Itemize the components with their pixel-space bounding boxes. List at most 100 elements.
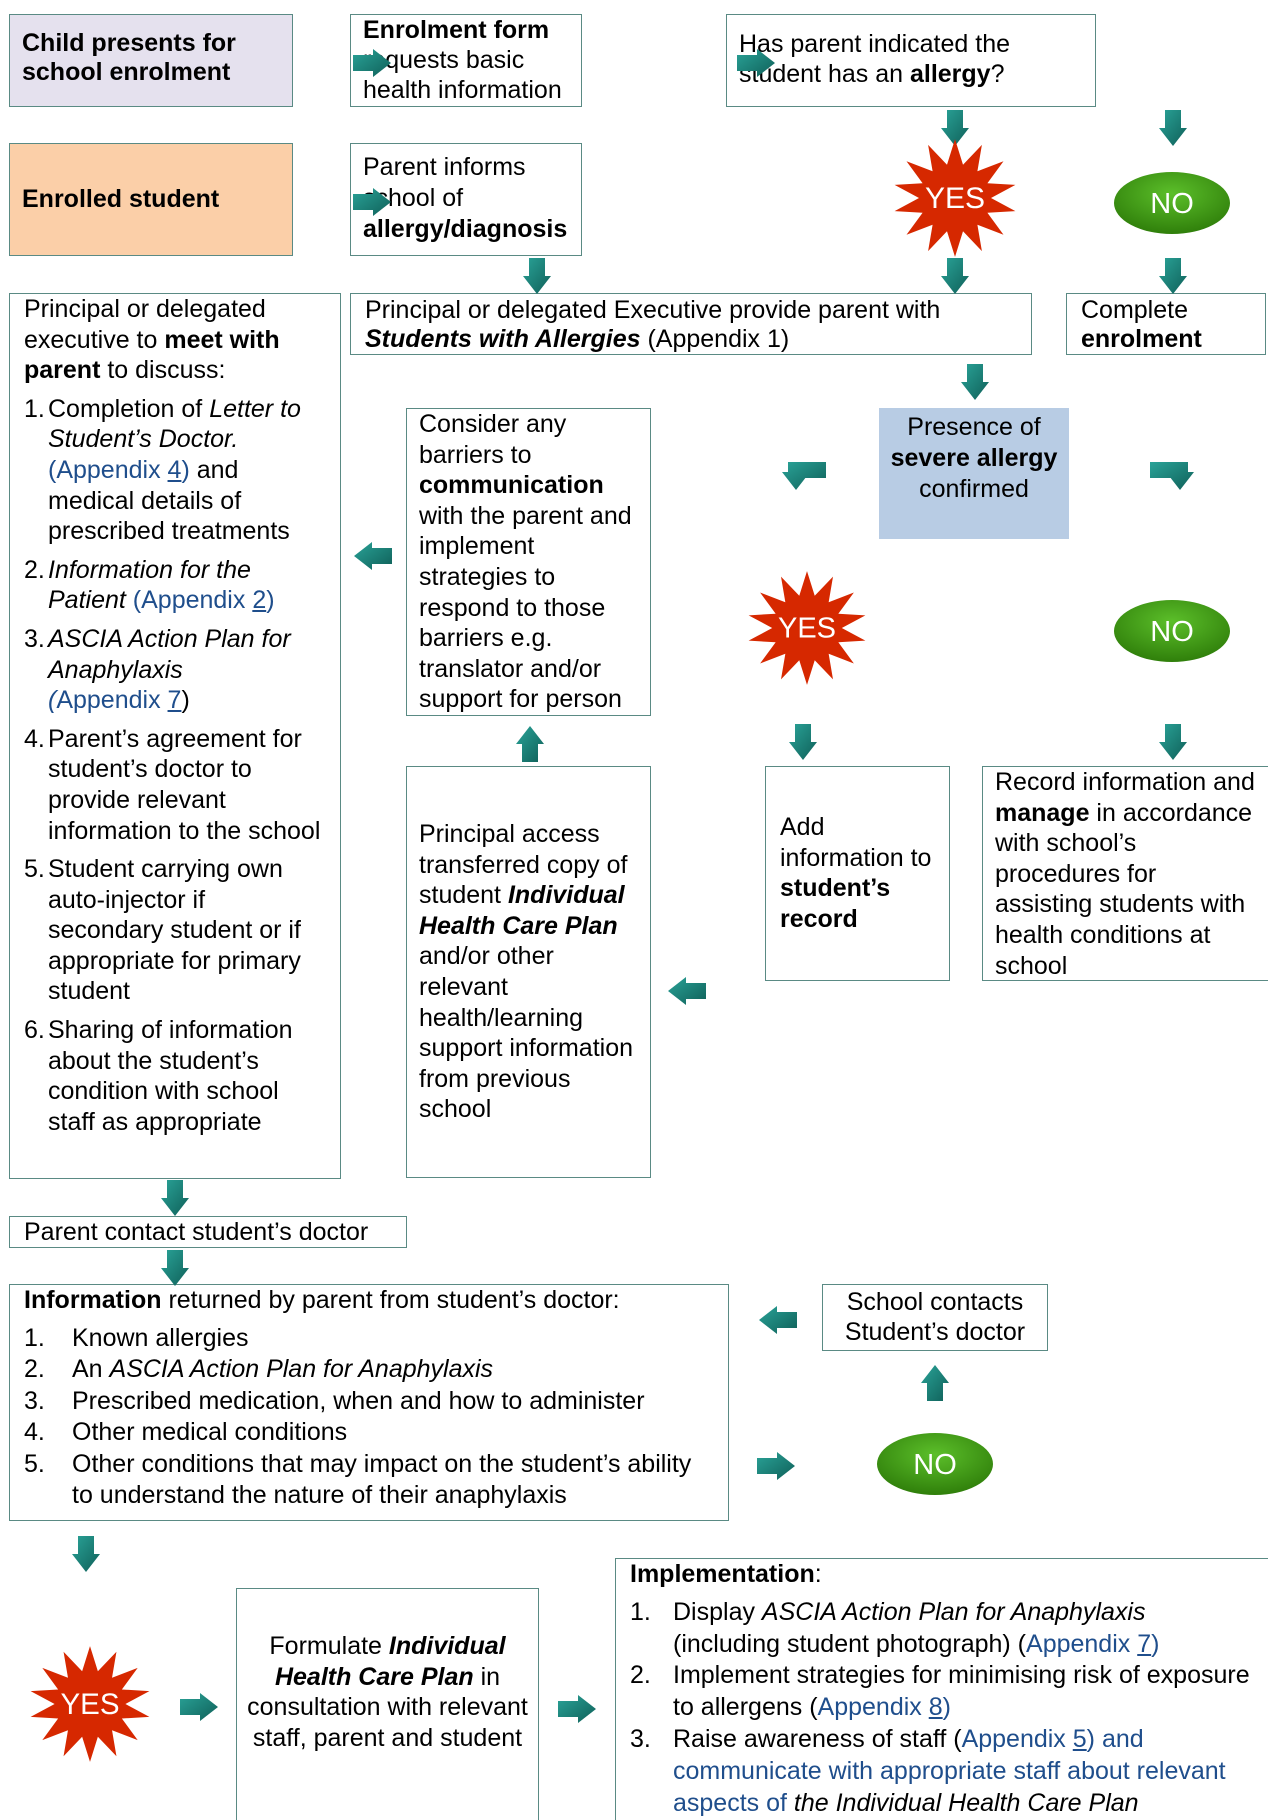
appendix-7-link[interactable]: 7 (167, 686, 182, 715)
appendix-7-link[interactable]: 7 (1137, 1629, 1152, 1658)
allergy-question-bold: allergy (909, 60, 991, 88)
appendix-close: ) (181, 455, 190, 484)
complete-enrolment-box: Complete enrolment (1066, 293, 1266, 355)
formulate-box: Formulate Individual Health Care Plan in… (236, 1588, 539, 1820)
allergy-question-pre: Has parent indicated the student has an (739, 30, 1011, 88)
meet-item: 3. ASCIA Action Plan for Anaphylaxis(App… (24, 624, 326, 716)
info-for-patient-text: Information for the Patient (48, 555, 251, 615)
appendix-link[interactable]: (Appendix (125, 586, 253, 615)
parent-informs-box: Parent informs school of allergy/diagnos… (350, 143, 582, 256)
barriers-pre: Consider any barriers to (419, 410, 567, 469)
add-info-box: Add information to student’s record (765, 766, 950, 981)
bent-arrow-to-no (1150, 462, 1194, 490)
enrolment-form-title: Enrolment form (363, 16, 550, 44)
info-bold: Information (24, 1286, 162, 1314)
item-number: 1. (24, 1323, 45, 1352)
meet-intro-bold: meet with parent (24, 325, 280, 385)
enrolled-student-box: Enrolled student (9, 143, 293, 256)
record-info-box: Record information and manage in accorda… (982, 766, 1268, 981)
yes-starburst-3: YES (26, 1645, 154, 1763)
impl-item: 1.Display ASCIA Action Plan for Anaphyla… (630, 1597, 1254, 1661)
arrow-question-to-yes (941, 110, 969, 146)
principal-provide-post: (Appendix 1) (640, 325, 790, 353)
no-pill-3: NO (875, 1431, 995, 1497)
parent-informs-bold: allergy/diagnosis (363, 215, 568, 243)
info-i2-pre: An (72, 1355, 110, 1383)
principal-access-box: Principal access transferred copy of stu… (406, 766, 651, 1178)
school-contacts-text: School contacts Student’s doctor (844, 1288, 1026, 1346)
arrow-no-to-complete (1159, 258, 1187, 294)
item-number: 2. (24, 1355, 45, 1383)
impl-i3-it: the Individual Health Care Plan (793, 1788, 1139, 1817)
arrow-enrolled-to-informs (353, 188, 391, 216)
barriers-post: with the parent and implement strategies… (419, 501, 632, 714)
arrow-provide-to-severe (961, 364, 989, 400)
meet-i4-text: Parent’s agreement for student’s doctor … (48, 724, 321, 845)
add-info-pre: Add information to (780, 813, 932, 872)
impl-i2-pre: Implement strategies for minimising risk… (673, 1661, 1250, 1722)
severe-allergy-box: Presence of severe allergy confirmed (879, 408, 1069, 539)
meet-item: 6. Sharing of information about the stud… (24, 1015, 326, 1137)
appendix-link[interactable]: Appendix (56, 686, 168, 715)
info-i4-text: Other medical conditions (72, 1418, 348, 1446)
arrow-yes-to-provide (941, 258, 969, 294)
appendix-close: ) (942, 1693, 951, 1722)
appendix-link[interactable]: Appendix (817, 1693, 929, 1722)
arrow-barriers-to-meet (354, 542, 392, 570)
complete-enrolment-bold: enrolment (1081, 325, 1202, 353)
arrow-child-to-form (353, 49, 391, 77)
allergy-question-box: Has parent indicated the student has an … (726, 14, 1096, 107)
impl-item: 3.Raise awareness of staff (Appendix 5) … (630, 1724, 1254, 1819)
implementation-box: Implementation: 1.Display ASCIA Action P… (615, 1558, 1268, 1820)
yes-label: YES (60, 1688, 119, 1721)
appendix-link[interactable]: Appendix (961, 1724, 1073, 1753)
arrow-info-to-no (757, 1452, 795, 1480)
meet-item: 1. Completion of Letter to Student’s Doc… (24, 394, 326, 547)
bent-arrow-to-yes (782, 462, 826, 490)
arrow-yes-to-add (789, 724, 817, 760)
formulate-pre: Formulate (269, 1632, 389, 1660)
yes-starburst-1: YES (890, 138, 1020, 258)
arrow-yes-to-formulate (180, 1693, 218, 1721)
arrow-no-to-school (921, 1365, 949, 1401)
meet-i6-text: Sharing of information about the student… (48, 1016, 293, 1136)
meet-intro-post: to discuss: (100, 356, 226, 385)
enrolment-form-box: Enrolment form requests basic health inf… (350, 14, 582, 107)
implementation-title: Implementation: (630, 1559, 1254, 1591)
letter-to-doctor-text: Letter to Student’s Doctor. (48, 394, 301, 454)
impl-i1-pre: Display (673, 1597, 762, 1626)
info-item: 3.Prescribed medication, when and how to… (24, 1386, 714, 1418)
appendix-link[interactable]: (Appendix (48, 455, 168, 484)
record-info-bold: manage (995, 798, 1090, 827)
principal-provide-box: Principal or delegated Executive provide… (350, 293, 1032, 355)
appendix-2-link[interactable]: 2 (252, 586, 267, 615)
item-number: 3. (630, 1724, 651, 1753)
appendix-4-link[interactable]: 4 (167, 455, 182, 484)
no-label: NO (913, 1449, 957, 1481)
severe-allergy-bold: severe allergy (890, 444, 1058, 472)
item-number: 5. (24, 1449, 45, 1478)
info-rest: returned by parent from student’s doctor… (161, 1286, 620, 1314)
appendix-8-link[interactable]: 8 (928, 1693, 943, 1722)
complete-enrolment-pre: Complete (1081, 296, 1188, 324)
appendix-link[interactable]: Appendix (1026, 1629, 1138, 1658)
no-pill-1: NO (1112, 170, 1232, 236)
info-i1-text: Known allergies (72, 1323, 249, 1352)
principal-provide-pre: Principal or delegated Executive provide… (365, 296, 941, 324)
arrow-informs-to-provide (523, 258, 551, 294)
yes-label: YES (925, 182, 985, 215)
principal-access-pre: Principal access transferred copy of stu… (419, 820, 628, 910)
item-number: 1. (24, 394, 45, 423)
info-item: 1. Known allergies (24, 1323, 714, 1355)
meet-i1-pre: Completion of (48, 394, 210, 423)
item-number: 3. (24, 624, 45, 653)
item-number: 6. (24, 1016, 45, 1045)
info-item: 5.Other conditions that may impact on th… (24, 1449, 714, 1512)
enrolment-form-desc: requests basic health information (363, 46, 562, 104)
record-info-pre: Record information and (995, 768, 1255, 796)
info-item: 2.An ASCIA Action Plan for Anaphylaxis (24, 1354, 714, 1386)
appendix-5-link[interactable]: 5 (1072, 1724, 1087, 1753)
impl-colon: : (814, 1560, 822, 1588)
arrow-add-to-access (668, 977, 706, 1005)
